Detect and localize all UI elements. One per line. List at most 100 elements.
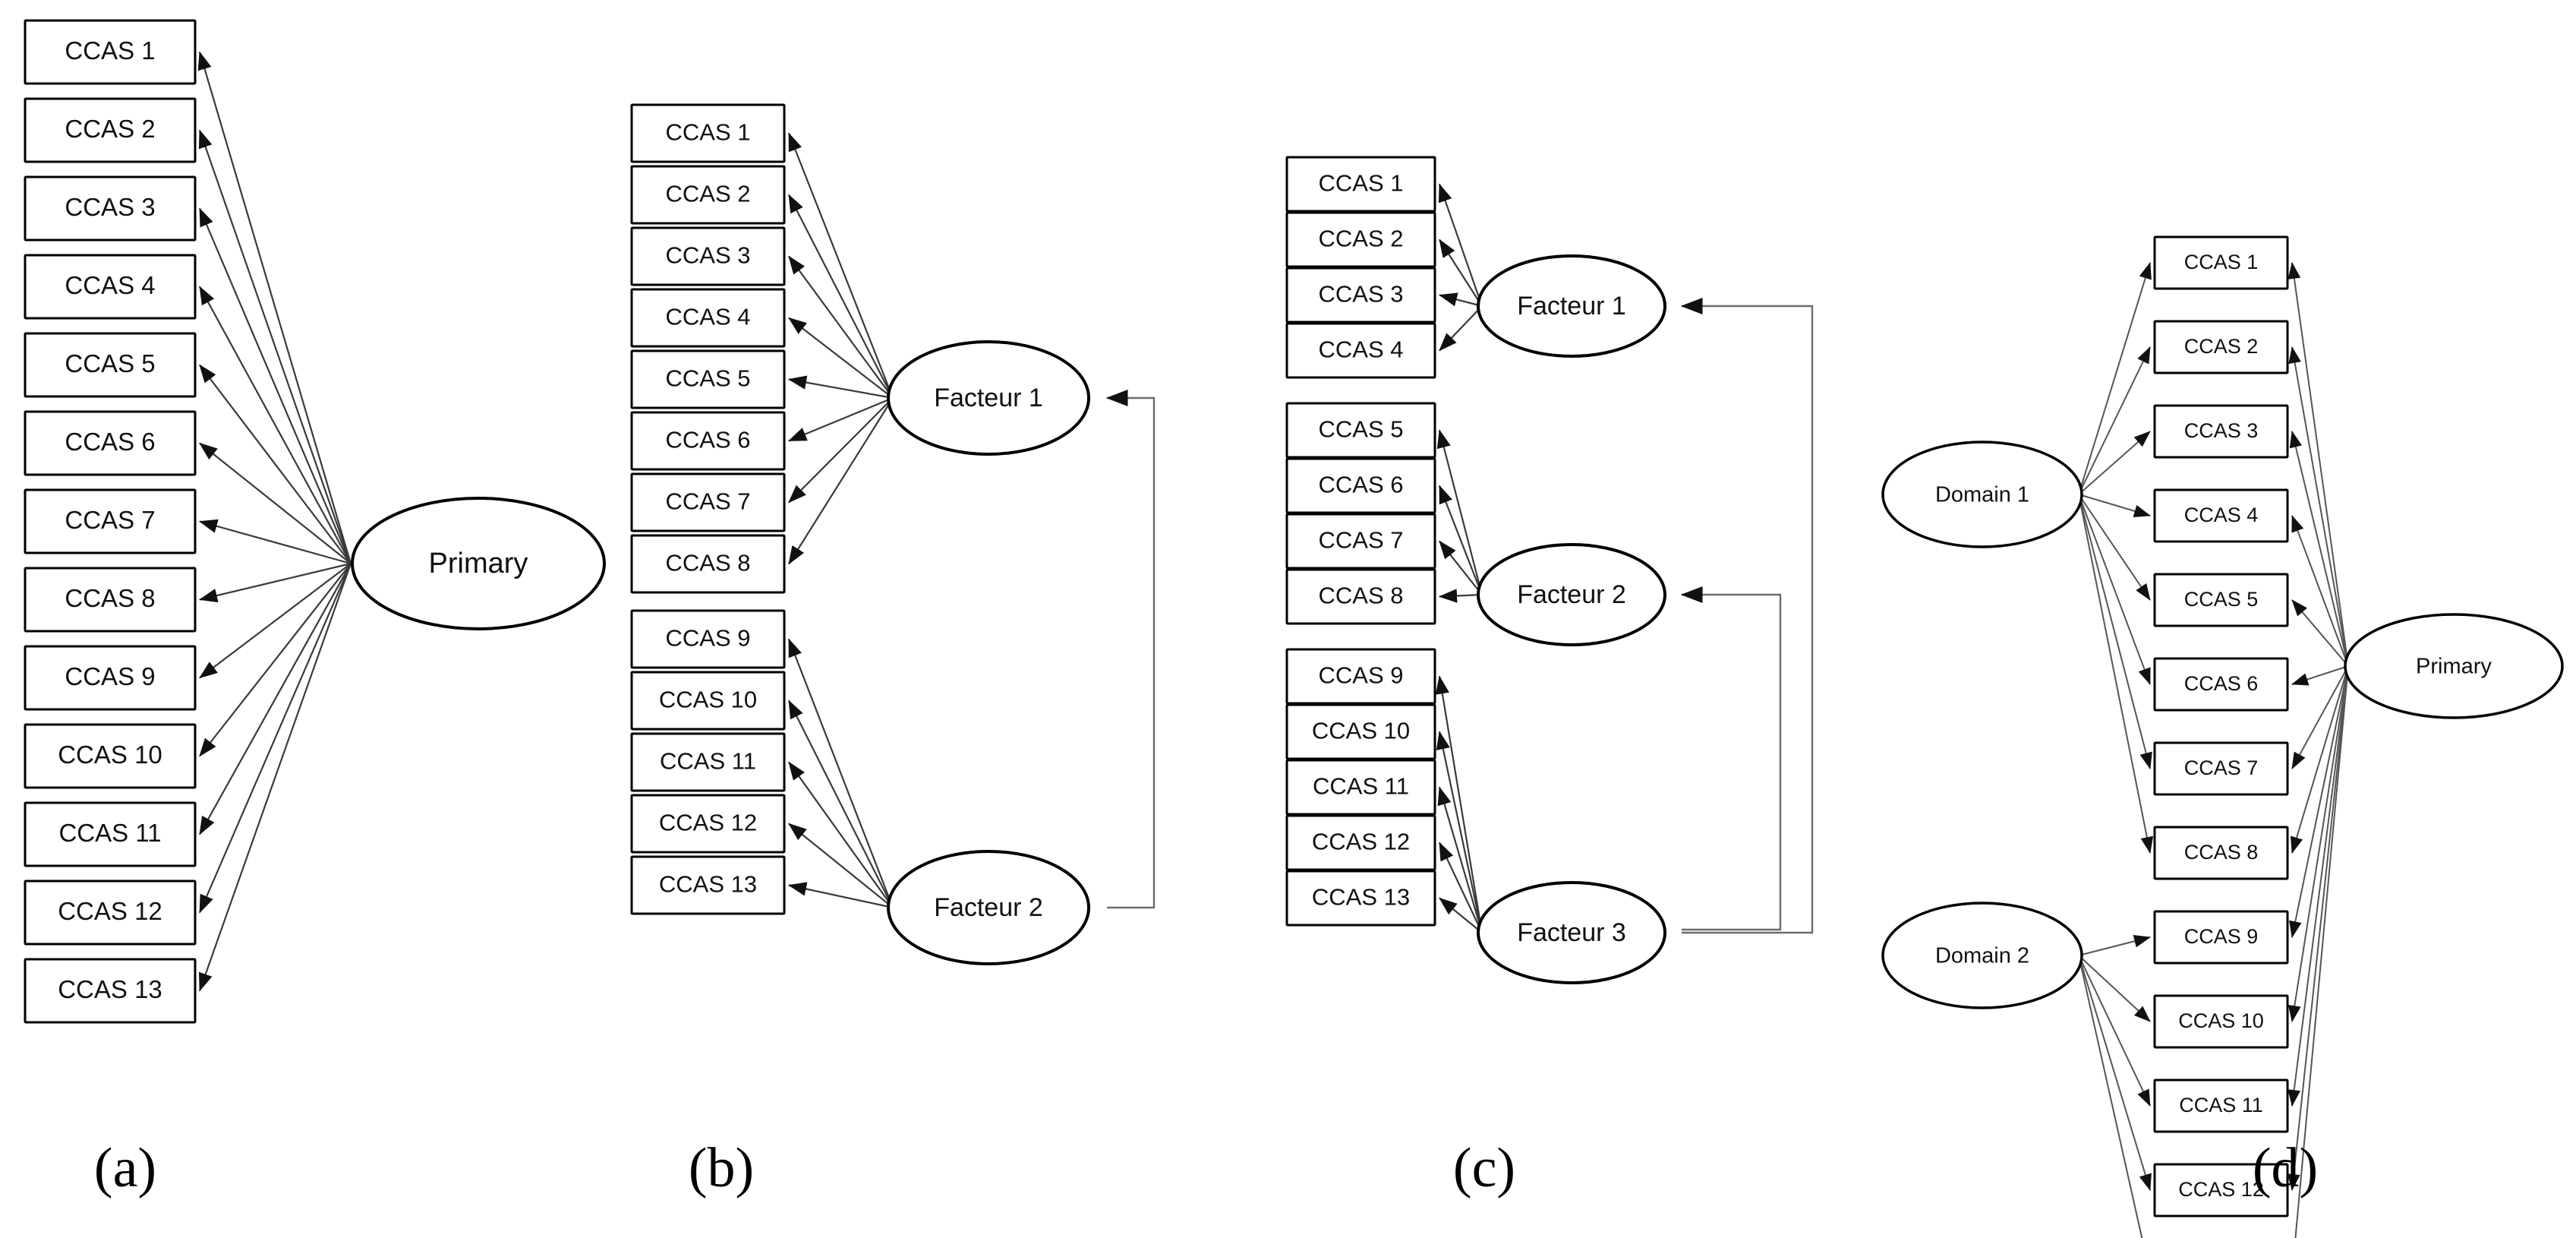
latent-ellipse[interactable]	[1881, 902, 2083, 1009]
indicator-box[interactable]	[1285, 457, 1436, 514]
indicator-box[interactable]	[2153, 910, 2289, 965]
indicator-box[interactable]	[630, 671, 786, 731]
loading-arrow	[2078, 935, 2151, 956]
indicator-label: CCAS 8	[2184, 841, 2259, 864]
indicator-box[interactable]	[24, 488, 197, 554]
loading-arrow	[787, 396, 894, 442]
indicator-label: CCAS 8	[666, 550, 751, 576]
indicator-box[interactable]	[2153, 741, 2289, 796]
indicator-box[interactable]	[1285, 513, 1436, 570]
indicator-label: CCAS 9	[65, 662, 155, 690]
indicator-label: CCAS 4	[65, 271, 155, 299]
indicator-box[interactable]	[24, 645, 197, 711]
indicator-box[interactable]	[630, 794, 786, 854]
loading-arrow	[2078, 262, 2152, 495]
indicator-box[interactable]	[24, 254, 197, 320]
latent-ellipse[interactable]	[351, 497, 606, 630]
indicator-label: CCAS 10	[659, 687, 757, 713]
latent-ellipse[interactable]	[2344, 613, 2564, 719]
indicator-box[interactable]	[630, 349, 786, 409]
indicator-label: CCAS 2	[666, 181, 751, 207]
loading-arrow	[788, 397, 894, 565]
indicator-box[interactable]	[24, 175, 197, 242]
indicator-box[interactable]	[2153, 404, 2289, 459]
indicator-box[interactable]	[630, 732, 786, 792]
indicator-label: CCAS 8	[65, 584, 155, 612]
indicator-box[interactable]	[630, 226, 786, 286]
indicator-label: CCAS 13	[1312, 884, 1410, 911]
latent-ellipse[interactable]	[1477, 254, 1666, 358]
loading-arrow	[788, 761, 894, 908]
indicator-box[interactable]	[2153, 994, 2289, 1049]
latent-label: Primary	[2416, 655, 2492, 679]
indicator-box[interactable]	[1285, 156, 1436, 213]
latent-ellipse[interactable]	[887, 850, 1090, 965]
latent-ellipse[interactable]	[1477, 543, 1666, 646]
indicator-box[interactable]	[630, 103, 786, 163]
loading-arrow	[788, 317, 894, 399]
latent-label: Facteur 1	[934, 384, 1043, 412]
indicator-box[interactable]	[1285, 870, 1436, 927]
indicator-label: CCAS 4	[2184, 504, 2259, 526]
indicator-box[interactable]	[630, 534, 786, 594]
indicator-box[interactable]	[24, 332, 197, 398]
indicator-label: CCAS 2	[1319, 226, 1404, 252]
loading-arrow	[1439, 897, 1483, 933]
indicator-box[interactable]	[630, 609, 786, 669]
indicator-box[interactable]	[630, 288, 786, 348]
indicator-box[interactable]	[2153, 320, 2289, 374]
loading-arrow	[198, 519, 352, 565]
loading-arrow	[198, 207, 352, 564]
indicator-label: CCAS 7	[2184, 756, 2259, 779]
indicator-label: CCAS 7	[65, 506, 155, 534]
indicator-label: CCAS 1	[2184, 251, 2259, 273]
panel-caption-d: (d)	[2253, 1137, 2318, 1199]
indicator-box[interactable]	[1285, 568, 1436, 625]
indicator-box[interactable]	[1285, 267, 1436, 324]
loading-arrow	[1439, 238, 1483, 307]
indicator-box[interactable]	[2153, 826, 2289, 880]
indicator-box[interactable]	[24, 958, 197, 1024]
latent-ellipse[interactable]	[1477, 881, 1666, 984]
latent-label: Domain 2	[1935, 944, 2029, 968]
loading-arrow	[788, 397, 894, 504]
indicator-box[interactable]	[1285, 211, 1436, 268]
factor-correlation-path-1-3	[1680, 297, 1814, 934]
indicator-label: CCAS 13	[659, 871, 757, 898]
indicator-box[interactable]	[1285, 759, 1436, 816]
indicator-box[interactable]	[24, 97, 197, 163]
indicator-box[interactable]	[2153, 657, 2289, 712]
latent-label: Facteur 1	[1517, 292, 1626, 321]
indicator-box[interactable]	[1285, 322, 1436, 379]
indicator-box[interactable]	[24, 723, 197, 789]
indicator-box[interactable]	[630, 165, 786, 225]
indicator-box[interactable]	[630, 411, 786, 471]
indicator-box[interactable]	[630, 472, 786, 532]
indicator-box[interactable]	[630, 855, 786, 915]
loading-arrow	[199, 563, 352, 835]
indicator-box[interactable]	[24, 567, 197, 633]
indicator-box[interactable]	[24, 19, 197, 85]
indicator-box[interactable]	[1285, 703, 1436, 760]
latent-ellipse[interactable]	[1881, 441, 2083, 548]
indicator-box[interactable]	[1285, 814, 1436, 871]
latent-ellipse[interactable]	[887, 340, 1090, 456]
indicator-box[interactable]	[2153, 1079, 2289, 1133]
loading-arrow	[2078, 494, 2154, 854]
indicator-box[interactable]	[24, 801, 197, 867]
indicator-box[interactable]	[1285, 648, 1436, 705]
indicator-box[interactable]	[2153, 573, 2289, 627]
loading-arrow	[198, 129, 352, 564]
latent-label: Facteur 2	[1517, 580, 1626, 609]
indicator-box[interactable]	[1285, 402, 1436, 459]
indicator-label: CCAS 12	[58, 897, 162, 925]
indicator-box[interactable]	[2153, 235, 2289, 290]
indicator-box[interactable]	[24, 410, 197, 476]
latent-label: Facteur 3	[1517, 918, 1626, 947]
indicator-box[interactable]	[2153, 488, 2289, 543]
indicator-box[interactable]	[24, 880, 197, 946]
factor-correlation-path-2-3	[1680, 586, 1782, 931]
factor-correlation-path	[1105, 389, 1156, 909]
